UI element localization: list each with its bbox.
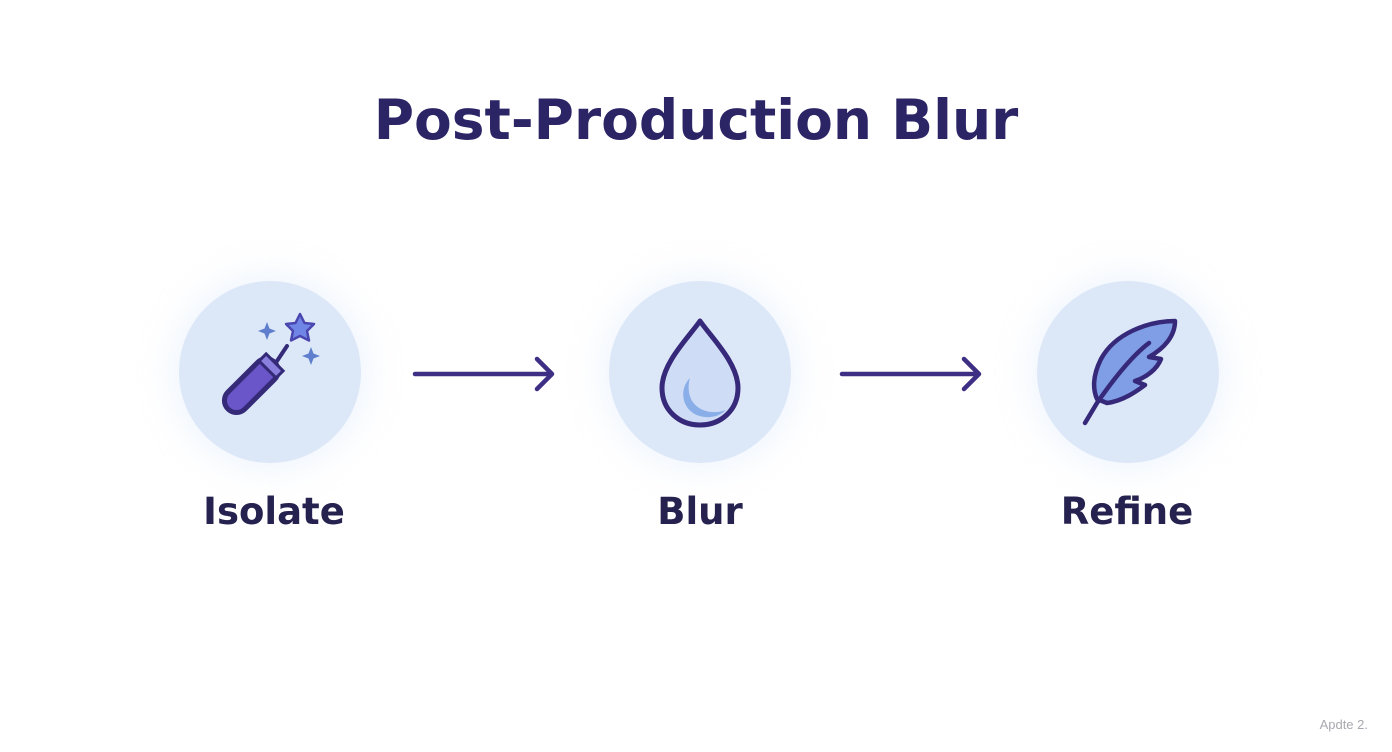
step-isolate	[179, 281, 361, 463]
step-label-blur: Blur	[657, 490, 743, 533]
watermark: Apdte 2.	[1319, 717, 1368, 732]
feather-icon	[1082, 318, 1178, 426]
arrow-right-icon	[839, 356, 982, 392]
step-circle	[179, 281, 361, 463]
step-refine	[1037, 281, 1219, 463]
step-label-refine: Refine	[1060, 490, 1194, 533]
step-label-isolate: Isolate	[203, 490, 345, 533]
step-circle	[609, 281, 791, 463]
diagram-title: Post-Production Blur	[373, 88, 1019, 152]
step-circle	[1037, 281, 1219, 463]
arrow-right-icon	[412, 356, 555, 392]
magic-wand-icon	[221, 312, 320, 416]
water-drop-icon	[659, 318, 741, 428]
step-blur	[609, 281, 791, 463]
